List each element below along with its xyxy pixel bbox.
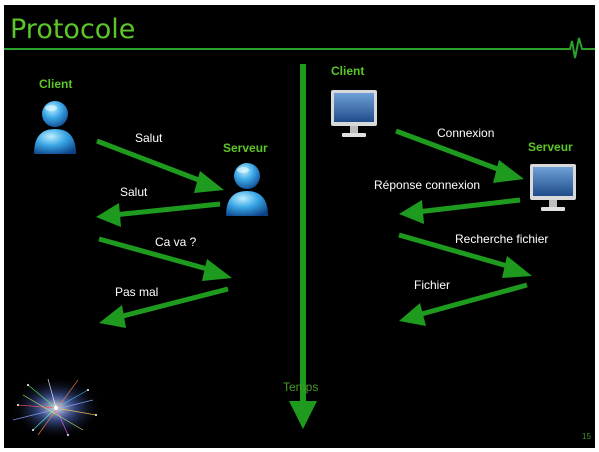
msg-left-4: Pas mal: [115, 285, 159, 299]
arrows-layer: [4, 37, 595, 429]
monitor-icon: [530, 164, 576, 211]
timeline-arrow: [289, 64, 317, 429]
msg-right-3: Recherche fichier: [455, 232, 549, 246]
time-axis-label: Temps: [283, 380, 319, 394]
msg-right-4: Fichier: [414, 278, 451, 292]
msg-left-1: Salut: [135, 131, 163, 145]
arrow-server-to-client-2: [99, 286, 229, 328]
user-icon: [226, 163, 268, 216]
arrow-server-to-client-reponse: [399, 197, 521, 224]
arrow-client-to-server-recherche: [398, 232, 532, 278]
arrow-server-to-client-fichier: [399, 282, 528, 326]
user-icon: [34, 101, 76, 154]
left-server-label: Serveur: [223, 141, 268, 155]
title-underline: [4, 37, 595, 59]
msg-left-2: Salut: [120, 185, 148, 199]
page-number: 15: [582, 432, 591, 441]
network-graph-icon: [10, 377, 102, 439]
arrow-client-to-server-1: [96, 138, 224, 193]
arrow-client-to-server-connexion: [395, 128, 524, 183]
arrow-client-to-server-2: [98, 236, 232, 281]
slide: Protocole Client Serveur Salut Salut Ca …: [4, 5, 595, 448]
right-client-label: Client: [331, 64, 365, 78]
msg-right-1: Connexion: [437, 126, 495, 140]
slide-title: Protocole: [10, 14, 136, 45]
arrow-server-to-client-1: [96, 201, 221, 227]
left-client-label: Client: [39, 77, 73, 91]
msg-right-2: Réponse connexion: [374, 178, 481, 192]
right-server-label: Serveur: [528, 140, 573, 154]
monitor-icon: [331, 90, 377, 137]
msg-left-3: Ca va ?: [155, 235, 197, 249]
